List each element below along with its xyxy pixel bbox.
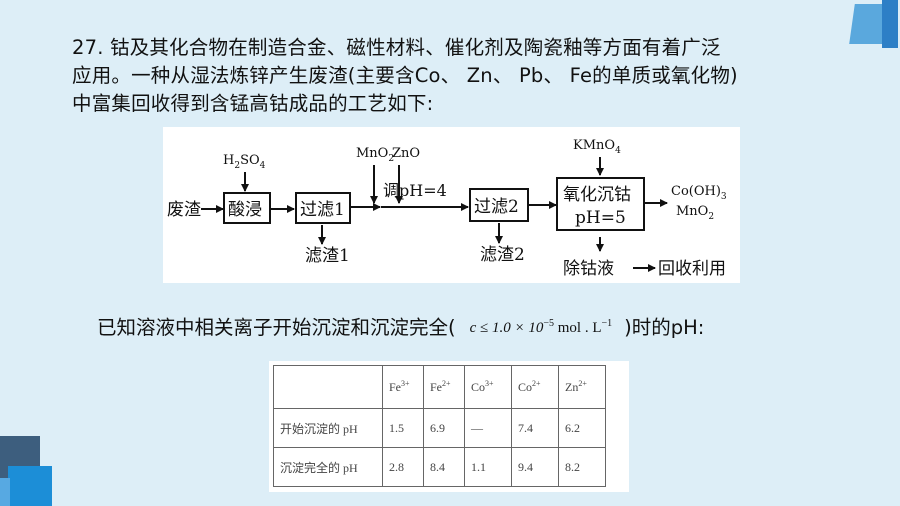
question-line-2: 应用。一种从湿法炼锌产生废渣(主要含Co、 Zn、 Pb、 Fe的单质或氧化物)	[72, 64, 738, 87]
table-cell: 6.2	[558, 408, 606, 448]
table-row: 开始沉淀的 pH 1.5 6.9 — 7.4 6.2	[273, 408, 606, 448]
known-suffix: )时的pH:	[624, 316, 705, 339]
question-text: 27. 钴及其化合物在制造合金、磁性材料、催化剂及陶瓷釉等方面有着广泛 应用。一…	[72, 34, 832, 118]
table-cell: 1.5	[382, 408, 424, 448]
kmno4-reagent: KMnO4	[573, 138, 621, 156]
header-co3: Co3+	[464, 365, 512, 409]
h2so4-reagent: H2SO4	[223, 153, 266, 171]
table-cell: —	[464, 408, 512, 448]
filter2-box	[469, 188, 529, 222]
table-cell: 8.2	[558, 447, 606, 487]
zno-reagent: ZnO	[392, 146, 420, 161]
question-line-1: 27. 钴及其化合物在制造合金、磁性材料、催化剂及陶瓷釉等方面有着广泛	[72, 36, 721, 59]
table-cell: 7.4	[511, 408, 559, 448]
oxidize-precipitate-box	[556, 177, 645, 231]
row-label-start: 开始沉淀的 pH	[273, 408, 383, 448]
acid-leach-label: 酸浸	[228, 200, 262, 220]
oxidize-label: 氧化沉钴	[563, 185, 631, 205]
table-cell: 8.4	[423, 447, 465, 487]
mno2-reagent: MnO2	[356, 146, 394, 164]
table-cell: 2.8	[382, 447, 424, 487]
corner-decoration-bottom-left-square	[8, 466, 52, 506]
oxidize-ph-label: pH=5	[575, 208, 626, 228]
residue2-label: 滤渣2	[480, 245, 525, 265]
corner-decoration-top-right-bar	[882, 0, 898, 48]
product-cooh3: Co(OH)3	[671, 184, 727, 202]
question-line-3: 中富集回收得到含锰高钴成品的工艺如下:	[72, 92, 434, 115]
product-mno2: MnO2	[676, 204, 714, 222]
filter1-label: 过滤1	[300, 200, 345, 220]
header-fe2: Fe2+	[423, 365, 465, 409]
known-condition-text: 已知溶液中相关离子开始沉淀和沉淀完全( c ≤ 1.0 × 10−5 mol . …	[97, 311, 704, 340]
adjust-ph-label: 调pH=4	[383, 181, 447, 200]
header-co2: Co2+	[511, 365, 559, 409]
ph-table-container: Fe3+ Fe2+ Co3+ Co2+ Zn2+ 开始沉淀的 pH 1.5 6.…	[269, 361, 629, 492]
process-flowchart: 废渣 酸浸 过滤1 滤渣1 过滤2 滤渣2 氧化沉钴 pH=5 除钴液 回收利用…	[163, 127, 740, 283]
table-header-row: Fe3+ Fe2+ Co3+ Co2+ Zn2+	[273, 365, 606, 409]
header-fe3: Fe3+	[382, 365, 424, 409]
row-label-complete: 沉淀完全的 pH	[273, 447, 383, 487]
residue1-label: 滤渣1	[305, 246, 350, 266]
recycle-label: 回收利用	[658, 259, 726, 279]
table-cell: 9.4	[511, 447, 559, 487]
table-cell: 6.9	[423, 408, 465, 448]
waste-label: 废渣	[167, 200, 201, 220]
table-cell: 1.1	[464, 447, 512, 487]
filter1-box	[295, 192, 351, 224]
header-zn2: Zn2+	[558, 365, 606, 409]
corner-decoration-bottom-left-bar	[0, 478, 10, 506]
known-prefix: 已知溶液中相关离子开始沉淀和沉淀完全(	[97, 316, 456, 339]
concentration-condition: c ≤ 1.0 × 10−5 mol . L−1	[469, 318, 613, 336]
table-row: 沉淀完全的 pH 2.8 8.4 1.1 9.4 8.2	[273, 447, 606, 487]
table-corner-cell	[273, 365, 383, 409]
filter2-label: 过滤2	[474, 197, 519, 217]
cobalt-removed-liquid-label: 除钴液	[563, 259, 614, 279]
acid-leach-box	[223, 192, 271, 224]
ph-table: Fe3+ Fe2+ Co3+ Co2+ Zn2+ 开始沉淀的 pH 1.5 6.…	[273, 365, 606, 487]
